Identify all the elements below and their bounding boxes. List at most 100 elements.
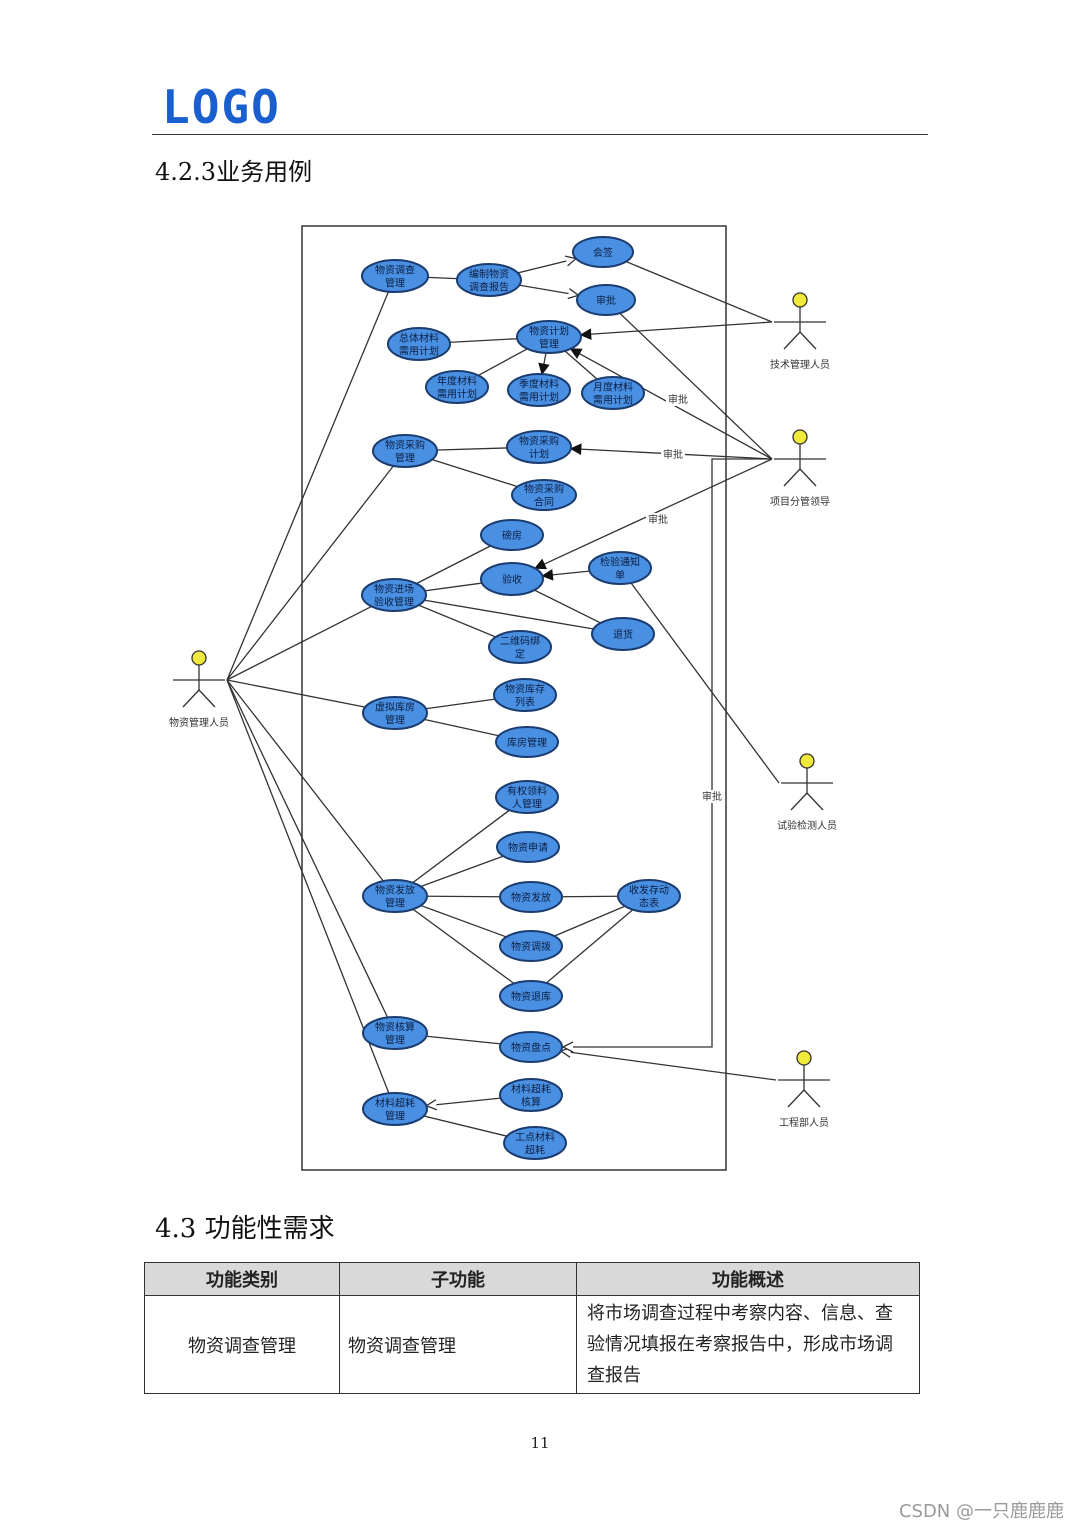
usecase-tk: 物资退库: [499, 980, 563, 1012]
association-line: [581, 321, 773, 335]
usecase-label: 合同: [534, 496, 554, 509]
association-line: [602, 251, 773, 323]
usecase-diagram: 物资调查管理编制物资调查报告会签审批物资计划管理总体材料需用计划年度材料需用计划…: [169, 225, 837, 1171]
association-line: [530, 909, 634, 997]
cell-category: 物资调查管理: [144, 1295, 340, 1394]
actor-label: 试验检测人员: [777, 819, 837, 832]
usecase-label: 人管理: [512, 798, 542, 811]
usecase-label: 材料超耗: [511, 1083, 551, 1096]
usecase-pd: 物资盘点: [499, 1031, 563, 1063]
usecase-bf: 磅房: [480, 519, 544, 551]
actor-head: [799, 753, 815, 769]
edge-label-approval: 审批: [648, 513, 668, 526]
usecase-label: 需用计划: [399, 345, 439, 358]
usecase-label: 验收管理: [374, 596, 414, 609]
usecase-th: 退货: [591, 617, 655, 651]
association-line: [226, 465, 394, 681]
usecase-label: 物资采购: [385, 439, 425, 452]
header-divider: [152, 134, 928, 135]
usecase-label: 总体材料: [399, 332, 439, 345]
usecase-label: 需用计划: [519, 391, 559, 404]
usecase-hq: 会签: [572, 236, 634, 268]
usecase-label: 管理: [385, 714, 405, 727]
actor-head: [796, 1050, 812, 1066]
usecase-label: 检验通知: [600, 556, 640, 569]
association-line: [226, 679, 390, 1094]
association-line: [226, 291, 390, 681]
system-boundary: [301, 225, 727, 1171]
actor-xm: 项目分管领导: [770, 429, 830, 508]
usecase-label: 需用计划: [437, 388, 477, 401]
edge-label-approval: 审批: [668, 393, 688, 406]
association-line: [619, 567, 780, 784]
col-header-category: 功能类别: [144, 1262, 340, 1296]
association-line: [226, 679, 384, 882]
usecase-label: 管理: [385, 897, 405, 910]
usecase-label: 物资调拨: [511, 940, 551, 953]
watermark: CSDN @一只鹿鹿鹿: [898, 1501, 1064, 1522]
usecase-label: 管理: [385, 1110, 405, 1123]
usecase-label: 有权领料: [507, 785, 547, 798]
usecase-fa: 物资发放: [499, 881, 563, 913]
requirements-table: 功能类别 子功能 功能概述 物资调查管理 物资调查管理 将市场调查过程中考察内容…: [144, 1262, 920, 1394]
usecase-label: 列表: [515, 696, 535, 709]
cell-subfunction: 物资调查管理: [339, 1295, 577, 1394]
usecase-label: 物资申请: [508, 841, 548, 854]
approval-route-line: [563, 458, 772, 1047]
usecases-layer: 物资调查管理编制物资调查报告会签审批物资计划管理总体材料需用计划年度材料需用计划…: [361, 236, 681, 1160]
usecase-ys: 验收: [480, 562, 544, 596]
usecase-label: 物资盘点: [511, 1041, 551, 1054]
usecase-label: 季度材料: [519, 378, 559, 391]
usecase-label: 物资发放: [375, 884, 415, 897]
col-header-subfunction: 子功能: [339, 1262, 577, 1296]
usecase-label: 二维码绑: [500, 635, 540, 648]
association-line: [226, 679, 366, 708]
actor-sy: 试验检测人员: [777, 753, 837, 832]
usecase-dc: 物资调查管理: [361, 259, 429, 293]
actor-head: [792, 292, 808, 308]
usecase-label: 磅房: [502, 529, 522, 542]
usecase-label: 定: [515, 648, 525, 661]
usecase-label: 管理: [385, 1034, 405, 1047]
usecase-sp1: 审批: [576, 284, 636, 316]
association-line: [394, 809, 510, 897]
association-line: [226, 679, 389, 1018]
actor-js: 技术管理人员: [770, 292, 830, 371]
usecase-label: 核算: [521, 1096, 541, 1109]
usecase-label: 会签: [593, 246, 613, 259]
section-heading-usecase: 4.2.3业务用例: [155, 158, 313, 186]
actor-label: 物资管理人员: [169, 716, 229, 729]
usecase-label: 管理: [385, 277, 405, 290]
usecase-label: 收发存动: [629, 884, 669, 897]
association-line: [605, 299, 773, 460]
usecase-label: 物资采购: [519, 435, 559, 448]
usecase-label: 物资采购: [524, 483, 564, 496]
page-number: 11: [530, 1434, 550, 1452]
usecase-db: 物资调拨: [499, 930, 563, 962]
usecase-label: 物资计划: [529, 325, 569, 338]
actor-label: 工程部人员: [779, 1116, 829, 1129]
usecase-label: 态表: [639, 897, 659, 910]
actor-wz: 物资管理人员: [169, 650, 229, 729]
col-header-description: 功能概述: [576, 1262, 920, 1296]
usecase-label: 退货: [613, 628, 633, 641]
